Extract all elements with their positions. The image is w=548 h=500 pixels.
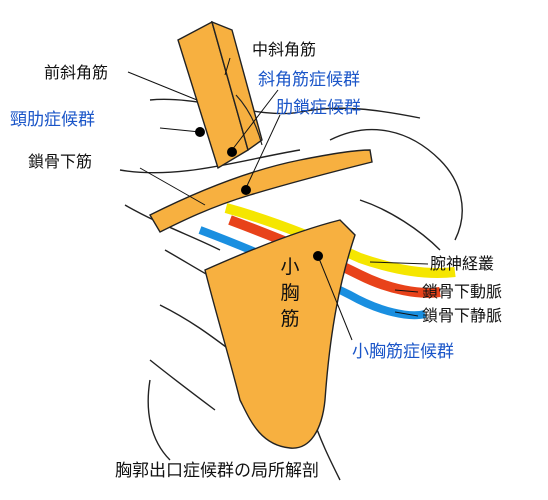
label-scalene-syndrome: 斜角筋症候群 — [258, 70, 360, 90]
coracoid-outline — [359, 199, 441, 251]
label-subclavian-vein: 鎖骨下静脈 — [422, 306, 503, 325]
label-middle-scalene: 中斜角筋 — [252, 40, 317, 59]
pectoralis-minor-muscle — [204, 219, 356, 449]
site-dots — [195, 127, 323, 261]
cervical-rib-dot — [195, 127, 205, 137]
subclavius-leader — [139, 167, 206, 206]
caption: 胸郭出口症候群の局所解剖 — [115, 461, 319, 481]
label-pectoralis-minor-char-3: 筋 — [280, 308, 300, 330]
label-subclavius: 鎖骨下筋 — [28, 152, 93, 171]
upper-rib-outline — [149, 98, 421, 119]
first-rib-outline — [124, 204, 221, 251]
label-pectoralis-minor-char-1: 小 — [280, 256, 300, 278]
scapula-outline — [329, 128, 463, 241]
middle-scalene-leader — [224, 57, 231, 76]
clavicle-lower-outline — [119, 149, 301, 174]
label-brachial-plexus: 腕神経叢 — [430, 254, 495, 273]
fourth-rib-outline — [149, 359, 216, 411]
label-costoclavicular-syndrome: 肋鎖症候群 — [276, 98, 361, 118]
label-pectoralis-minor: 小 胸 筋 — [278, 254, 302, 332]
scalene-dot — [227, 147, 237, 157]
leader-lines — [127, 57, 429, 341]
sternum-outline — [147, 379, 171, 461]
cervical-rib-leader — [159, 127, 201, 133]
scalene-fiber-line — [235, 94, 263, 146]
subclavian-vein-leader — [394, 311, 419, 317]
subclavius-muscle — [149, 149, 373, 233]
brachial-plexus-leader — [369, 261, 429, 265]
subclavian-artery-leader — [394, 289, 419, 293]
label-pectoralis-minor-char-2: 胸 — [280, 282, 300, 304]
pectoralis-minor-syndrome-leader — [317, 255, 353, 341]
pectoralis-minor-dot — [313, 251, 323, 261]
anterior-scalene-leader — [127, 71, 198, 101]
label-anterior-scalene: 前斜角筋 — [44, 63, 109, 82]
label-pectoralis-minor-syndrome: 小胸筋症候群 — [352, 342, 454, 362]
bone-sketch — [119, 98, 463, 481]
costoclavicular-dot — [241, 185, 251, 195]
third-rib-outline — [159, 304, 231, 351]
label-subclavian-artery: 鎖骨下動脈 — [422, 282, 503, 301]
middle-scalene-muscle — [210, 20, 263, 152]
scalene-syndrome-leader — [231, 89, 279, 151]
label-cervical-rib-syndrome: 頸肋症候群 — [10, 110, 95, 130]
brachial-plexus-band — [224, 203, 456, 279]
costoclavicular-leader — [245, 114, 281, 189]
